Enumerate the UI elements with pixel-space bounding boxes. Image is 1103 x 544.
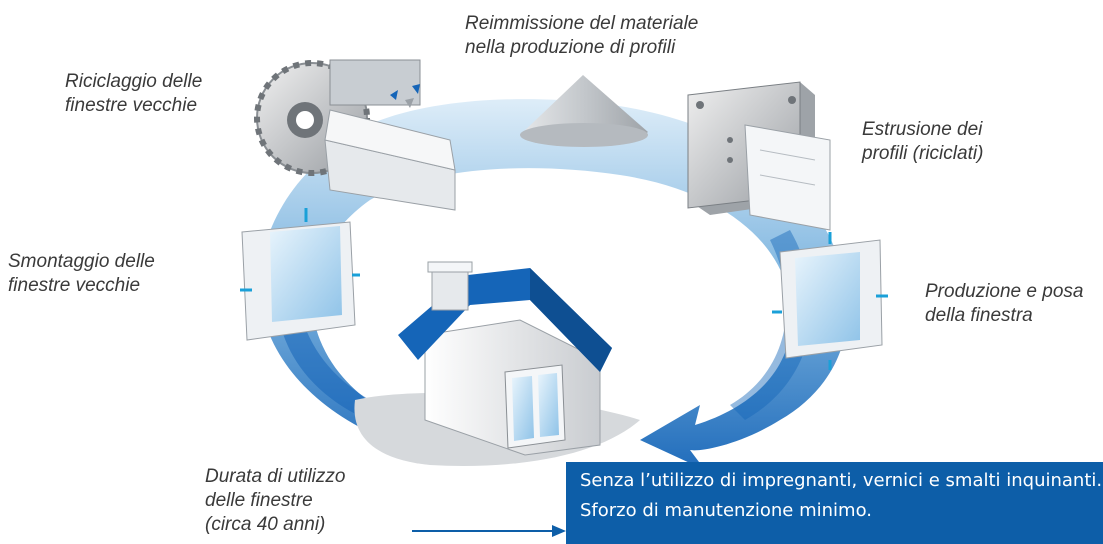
label-window-lifetime: Durata di utilizzo delle finestre (circa… [205,465,345,537]
label-line: delle finestre [205,490,313,511]
info-line-maintenance: Sforzo di manutenzione minimo. [580,500,872,521]
label-line: Smontaggio delle [8,251,155,272]
info-line-pollutants: Senza l’utilizzo di impregnanti, vernici… [580,470,1103,491]
label-material-reintroduction: Reimmissione del materiale nella produzi… [465,12,698,60]
old-window-icon [240,208,360,341]
label-recycling-old-windows: Riciclaggio delle finestre vecchie [65,70,202,118]
label-line: Estrusione dei [862,119,983,140]
label-line: della finestra [925,305,1033,326]
label-line: finestre vecchie [65,95,198,116]
new-window-icon [772,232,888,370]
info-box: Senza l’utilizzo di impregnanti, vernici… [566,462,1103,544]
label-line: Reimmissione del materiale [465,13,699,34]
house-icon [354,261,640,466]
label-line: profili (riciclati) [862,143,984,164]
shredder-icon [254,59,456,211]
label-line: (circa 40 anni) [205,514,326,535]
label-window-production-installation: Produzione e posa della finestra [925,280,1083,328]
label-line: Riciclaggio delle [65,71,203,92]
label-profile-extrusion: Estrusione dei profili (riciclati) [862,118,983,166]
label-line: nella produzione di profili [465,37,676,58]
label-dismantling-old-windows: Smontaggio delle finestre vecchie [8,250,155,298]
extrusion-die-icon [687,81,831,231]
label-line: finestre vecchie [8,275,141,296]
label-line: Durata di utilizzo [205,466,346,487]
duration-arrow [412,525,566,537]
granulate-cone-icon [520,75,648,147]
label-line: Produzione e posa [925,281,1084,302]
